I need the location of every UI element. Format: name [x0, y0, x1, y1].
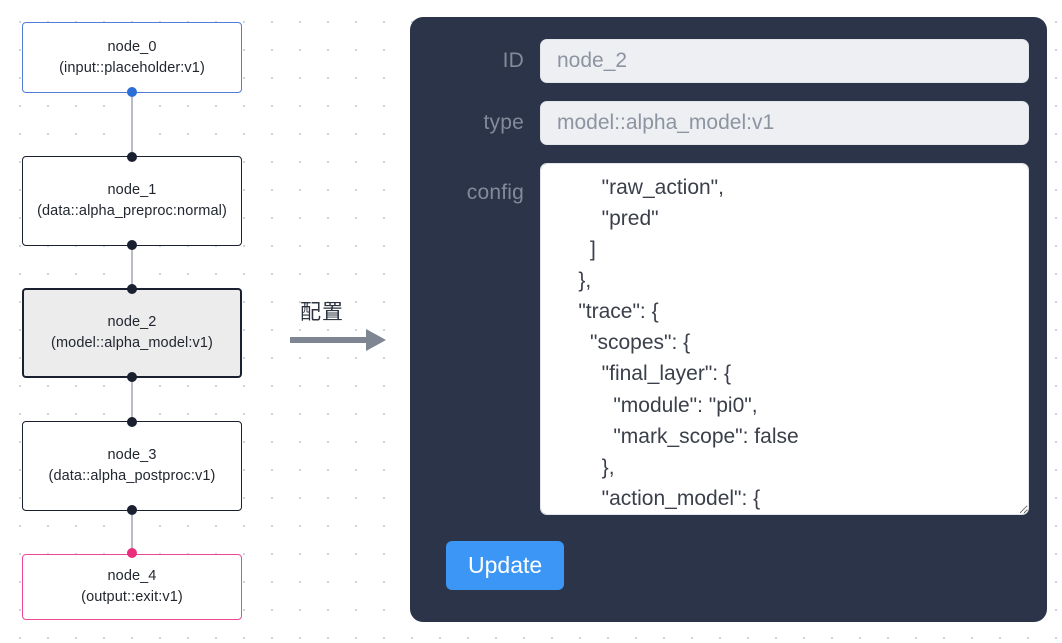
node-inspector-panel: ID type config "raw_action", "pred" ] },… — [410, 17, 1047, 622]
id-input[interactable] — [540, 39, 1029, 83]
port-node_2-out[interactable] — [127, 372, 137, 382]
port-node_3-in[interactable] — [127, 417, 137, 427]
graph-node-label: node_3 (data::alpha_postproc:v1) — [48, 447, 216, 484]
config-field-label: config — [466, 181, 524, 204]
graph-node-node_1[interactable]: node_1 (data::alpha_preproc:normal) — [22, 156, 242, 246]
graph-node-label: node_0 (input::placeholder:v1) — [59, 38, 205, 76]
port-node_3-out[interactable] — [127, 505, 137, 515]
edge-node0-node1 — [131, 88, 133, 160]
port-node_1-out[interactable] — [127, 240, 137, 250]
graph-node-node_2[interactable]: node_2 (model::alpha_model:v1) — [22, 288, 242, 378]
graph-node-node_0[interactable]: node_0 (input::placeholder:v1) — [22, 22, 242, 93]
port-node_4-in[interactable] — [127, 548, 137, 558]
edge-node2-node3 — [131, 375, 133, 420]
config-textarea[interactable]: "raw_action", "pred" ] }, "trace": { "sc… — [540, 163, 1029, 515]
port-node_1-in[interactable] — [127, 152, 137, 162]
arrow-shaft-icon — [290, 337, 368, 343]
arrow-label: 配置 — [300, 300, 344, 324]
arrow-head-icon — [366, 329, 386, 351]
graph-node-node_4[interactable]: node_4 (output::exit:v1) — [22, 554, 242, 620]
config-field-row: config "raw_action", "pred" ] }, "trace"… — [428, 163, 1029, 515]
id-field-label: ID — [502, 49, 524, 72]
type-field-label: type — [483, 111, 524, 134]
graph-node-label: node_4 (output::exit:v1) — [81, 568, 183, 605]
port-node_2-in[interactable] — [127, 284, 137, 294]
id-field-row: ID — [428, 39, 1029, 83]
edge-node3-node4 — [131, 509, 133, 553]
type-input[interactable] — [540, 101, 1029, 145]
edge-node1-node2 — [131, 243, 133, 288]
graph-node-label: node_2 (model::alpha_model:v1) — [51, 314, 213, 351]
graph-node-label: node_1 (data::alpha_preproc:normal) — [37, 182, 227, 219]
graph-node-node_3[interactable]: node_3 (data::alpha_postproc:v1) — [22, 421, 242, 511]
transition-arrow-group: 配置 — [288, 296, 398, 366]
type-field-row: type — [428, 101, 1029, 145]
port-node_0-out[interactable] — [127, 87, 137, 97]
update-button[interactable]: Update — [446, 541, 565, 590]
